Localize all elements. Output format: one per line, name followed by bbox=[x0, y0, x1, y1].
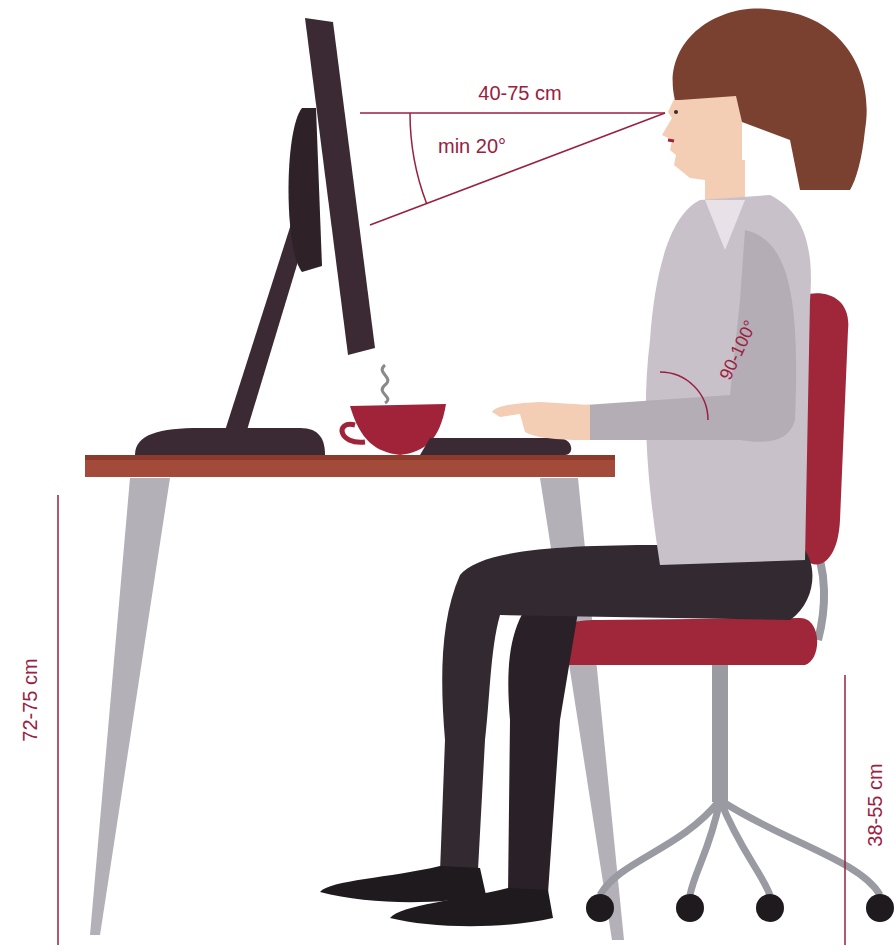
chair-column bbox=[712, 660, 728, 802]
measure-lines bbox=[58, 113, 845, 945]
collar bbox=[705, 200, 745, 250]
leg bbox=[508, 590, 580, 895]
steam bbox=[382, 365, 388, 403]
chair-seat bbox=[555, 618, 817, 665]
monitor-back bbox=[289, 108, 323, 272]
desk-top bbox=[85, 455, 615, 477]
shoe bbox=[320, 866, 486, 902]
angle-arc bbox=[410, 113, 427, 204]
dimension-label: 90-100° bbox=[716, 318, 759, 383]
desk-edge bbox=[85, 455, 615, 460]
shoe bbox=[390, 888, 553, 926]
dimension-label: 72-75 cm bbox=[20, 658, 40, 741]
dimension-line bbox=[844, 675, 846, 945]
keyboard bbox=[420, 438, 571, 455]
eye bbox=[674, 110, 678, 114]
chair-wheel bbox=[586, 894, 614, 922]
sight-line bbox=[370, 113, 665, 225]
desk-leg bbox=[90, 478, 170, 935]
arm bbox=[585, 230, 796, 442]
dimension-label: min 20° bbox=[438, 136, 506, 156]
leg bbox=[440, 545, 812, 872]
dimension-label: 38-55 cm bbox=[865, 763, 885, 846]
hair bbox=[673, 8, 867, 190]
lips bbox=[668, 140, 674, 141]
chair-wheel bbox=[756, 894, 784, 922]
hand bbox=[492, 402, 590, 440]
dimension-label: 40-75 cm bbox=[478, 83, 561, 103]
chair-base bbox=[600, 800, 880, 895]
chair-wheel bbox=[866, 894, 894, 922]
monitor-screen bbox=[305, 18, 375, 355]
sight-line bbox=[360, 112, 665, 114]
dimension-line bbox=[57, 495, 59, 945]
chair-wheel bbox=[676, 894, 704, 922]
angle-arc bbox=[660, 372, 708, 420]
